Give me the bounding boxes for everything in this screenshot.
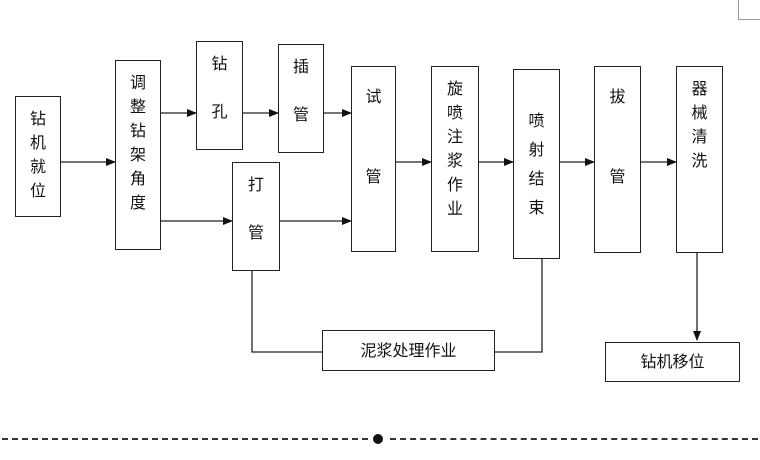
node-drill-positioning: 钻 机 就 位 <box>15 96 61 217</box>
node-mud-treatment: 泥浆处理作业 <box>322 330 495 371</box>
node-drive-pipe: 打 管 <box>232 162 280 271</box>
divider-left <box>2 438 368 440</box>
edge-spray-end-to-mud <box>495 259 543 353</box>
node-insert-pipe: 插 管 <box>278 44 324 153</box>
node-pull-pipe: 拔 管 <box>594 66 641 253</box>
node-label: 调 整 钻 架 角 度 <box>129 73 146 212</box>
node-label: 拔 管 <box>609 87 626 186</box>
node-label: 泥浆处理作业 <box>360 340 457 360</box>
node-label: 钻 机 就 位 <box>29 109 46 200</box>
node-test-pipe: 试 管 <box>351 66 396 252</box>
node-equipment-cleaning: 器 械 清 洗 <box>676 66 723 253</box>
node-drill-relocation: 钻机移位 <box>605 342 740 382</box>
node-label: 钻 孔 <box>211 54 228 121</box>
node-drill-hole: 钻 孔 <box>196 41 243 150</box>
node-label: 插 管 <box>292 57 309 124</box>
node-label: 旋 喷 注 浆 作 业 <box>446 79 463 218</box>
divider-right <box>390 438 758 440</box>
edge-drive-to-mud <box>251 271 322 353</box>
node-label: 打 管 <box>247 175 264 242</box>
divider-dot <box>373 434 383 444</box>
node-spray-end: 喷 射 结 束 <box>513 69 560 259</box>
node-jet-grouting: 旋 喷 注 浆 作 业 <box>431 66 479 252</box>
node-label: 试 管 <box>365 87 382 186</box>
node-label: 喷 射 结 束 <box>528 111 545 217</box>
node-label: 钻机移位 <box>640 352 705 371</box>
corner-frame <box>738 0 760 20</box>
node-label: 器 械 清 洗 <box>691 79 708 170</box>
node-adjust-drill-angle: 调 整 钻 架 角 度 <box>115 60 161 250</box>
